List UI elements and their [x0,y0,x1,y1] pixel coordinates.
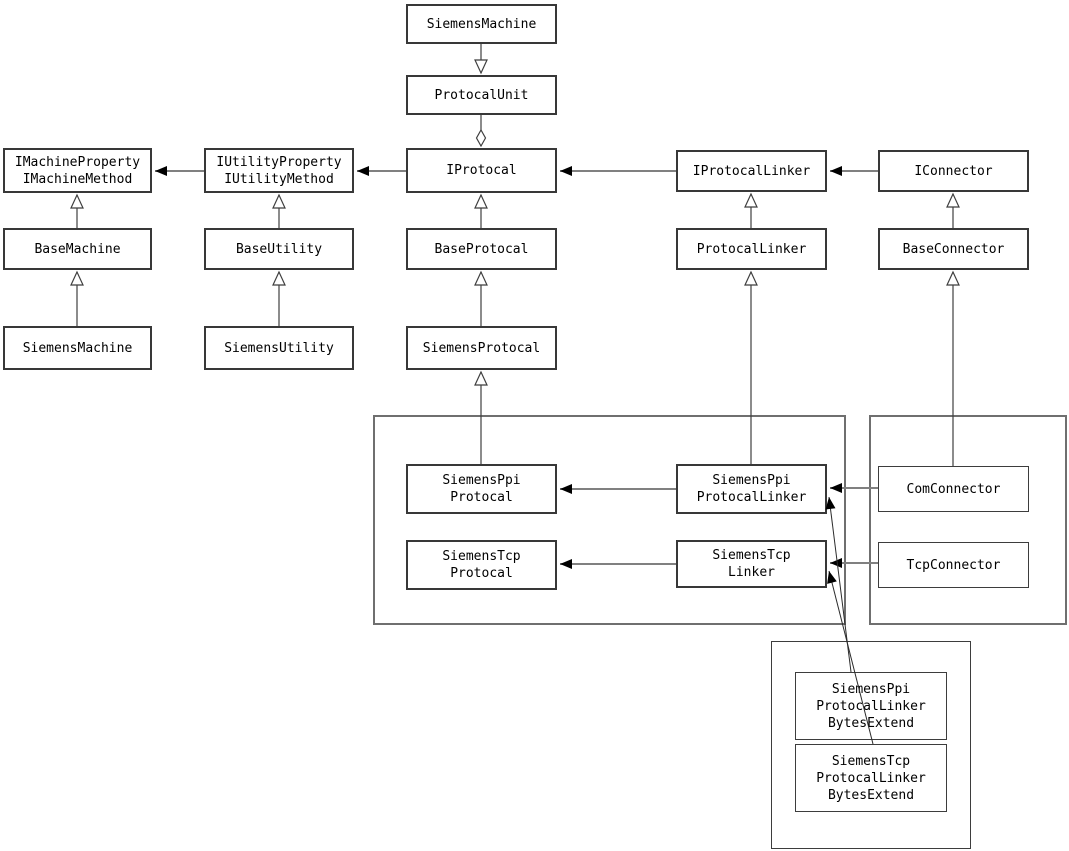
class-box-baseconnector: BaseConnector [878,228,1029,270]
class-box-comconnector: ComConnector [878,466,1029,512]
class-box-protocalunit: ProtocalUnit [406,75,557,115]
group-box-siemens-protocal-linker [373,415,846,625]
class-box-siemensmachine-top: SiemensMachine [406,4,557,44]
class-box-protocallinker: ProtocalLinker [676,228,827,270]
class-box-siemensppiprotocallinker: SiemensPpi ProtocalLinker [676,464,827,514]
class-box-siemensutility: SiemensUtility [204,326,354,370]
class-box-siemensmachine: SiemensMachine [3,326,152,370]
class-box-siemensprotocal: SiemensProtocal [406,326,557,370]
class-box-imachineproperty-imachinemethod: IMachineProperty IMachineMethod [3,148,152,193]
class-box-siemensppiprotocallinkerbytesextend: SiemensPpi ProtocalLinker BytesExtend [795,672,947,740]
class-box-iprotocallinker: IProtocalLinker [676,150,827,192]
group-box-connectors [869,415,1067,625]
class-box-siemenstcplinker: SiemensTcp Linker [676,540,827,588]
class-box-iutilityproperty-iutilitymethod: IUtilityProperty IUtilityMethod [204,148,354,193]
class-box-siemenstcpprotocallinkerbytesextend: SiemensTcp ProtocalLinker BytesExtend [795,744,947,812]
class-box-baseprotocal: BaseProtocal [406,228,557,270]
class-box-iprotocal: IProtocal [406,148,557,193]
class-box-siemensppiprotocal: SiemensPpi Protocal [406,464,557,514]
class-box-basemachine: BaseMachine [3,228,152,270]
class-box-tcpconnector: TcpConnector [878,542,1029,588]
class-box-baseutility: BaseUtility [204,228,354,270]
class-box-siemenstcpprotocal: SiemensTcp Protocal [406,540,557,590]
class-box-iconnector: IConnector [878,150,1029,192]
